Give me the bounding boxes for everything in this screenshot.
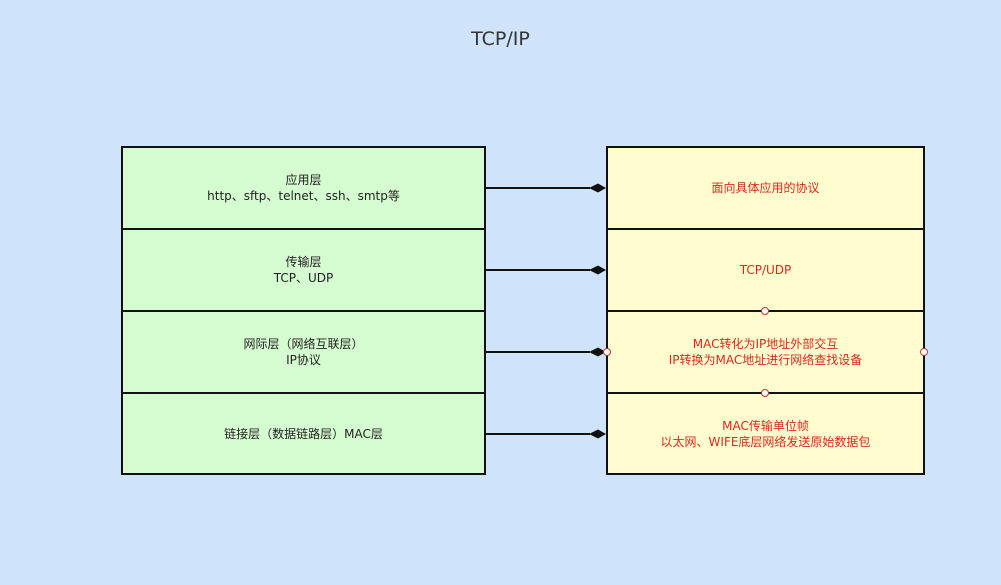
- connection-point-left: [603, 348, 611, 356]
- desc-application-line1: 面向具体应用的协议: [711, 181, 820, 195]
- diamond-arrowhead-link: [589, 429, 606, 439]
- desc-transport-line1: TCP/UDP: [739, 263, 792, 277]
- desc-application: 面向具体应用的协议: [606, 146, 925, 230]
- desc-link-line2: 以太网、WIFE底层网络发送原始数据包: [660, 434, 871, 449]
- connector-link: [486, 429, 606, 439]
- layer-internet-name: 网际层（网络互联层）: [243, 337, 364, 351]
- layer-link-name: 链接层（数据链路层）MAC层: [224, 426, 383, 441]
- connection-point-top: [761, 307, 769, 315]
- desc-internet-line2: IP转换为MAC地址进行网络查找设备: [668, 353, 863, 367]
- connector-application: [486, 183, 606, 193]
- desc-link-line1: MAC传输单位帧: [722, 418, 809, 433]
- layer-application-name: 应用层: [285, 173, 322, 187]
- layer-transport-name: 传输层: [285, 255, 322, 269]
- connector-internet: [486, 347, 606, 357]
- layer-link: 链接层（数据链路层）MAC层: [121, 392, 486, 475]
- diamond-arrowhead-transport: [589, 265, 606, 275]
- diagram-title: TCP/IP: [471, 28, 530, 50]
- diamond-arrowhead-internet: [589, 347, 606, 357]
- layer-application-protocols: http、sftp、telnet、ssh、smtp等: [207, 189, 400, 203]
- layer-internet-protocols: IP协议: [286, 353, 321, 367]
- layer-internet: 网际层（网络互联层） IP协议: [121, 310, 486, 394]
- connection-point-right: [920, 348, 928, 356]
- layer-transport: 传输层 TCP、UDP: [121, 228, 486, 312]
- connector-transport: [486, 265, 606, 275]
- desc-transport: TCP/UDP: [606, 228, 925, 312]
- desc-internet-line1: MAC转化为IP地址外部交互: [692, 337, 839, 351]
- connection-point-bottom: [761, 389, 769, 397]
- layer-transport-protocols: TCP、UDP: [273, 271, 334, 285]
- diamond-arrowhead-application: [589, 183, 606, 193]
